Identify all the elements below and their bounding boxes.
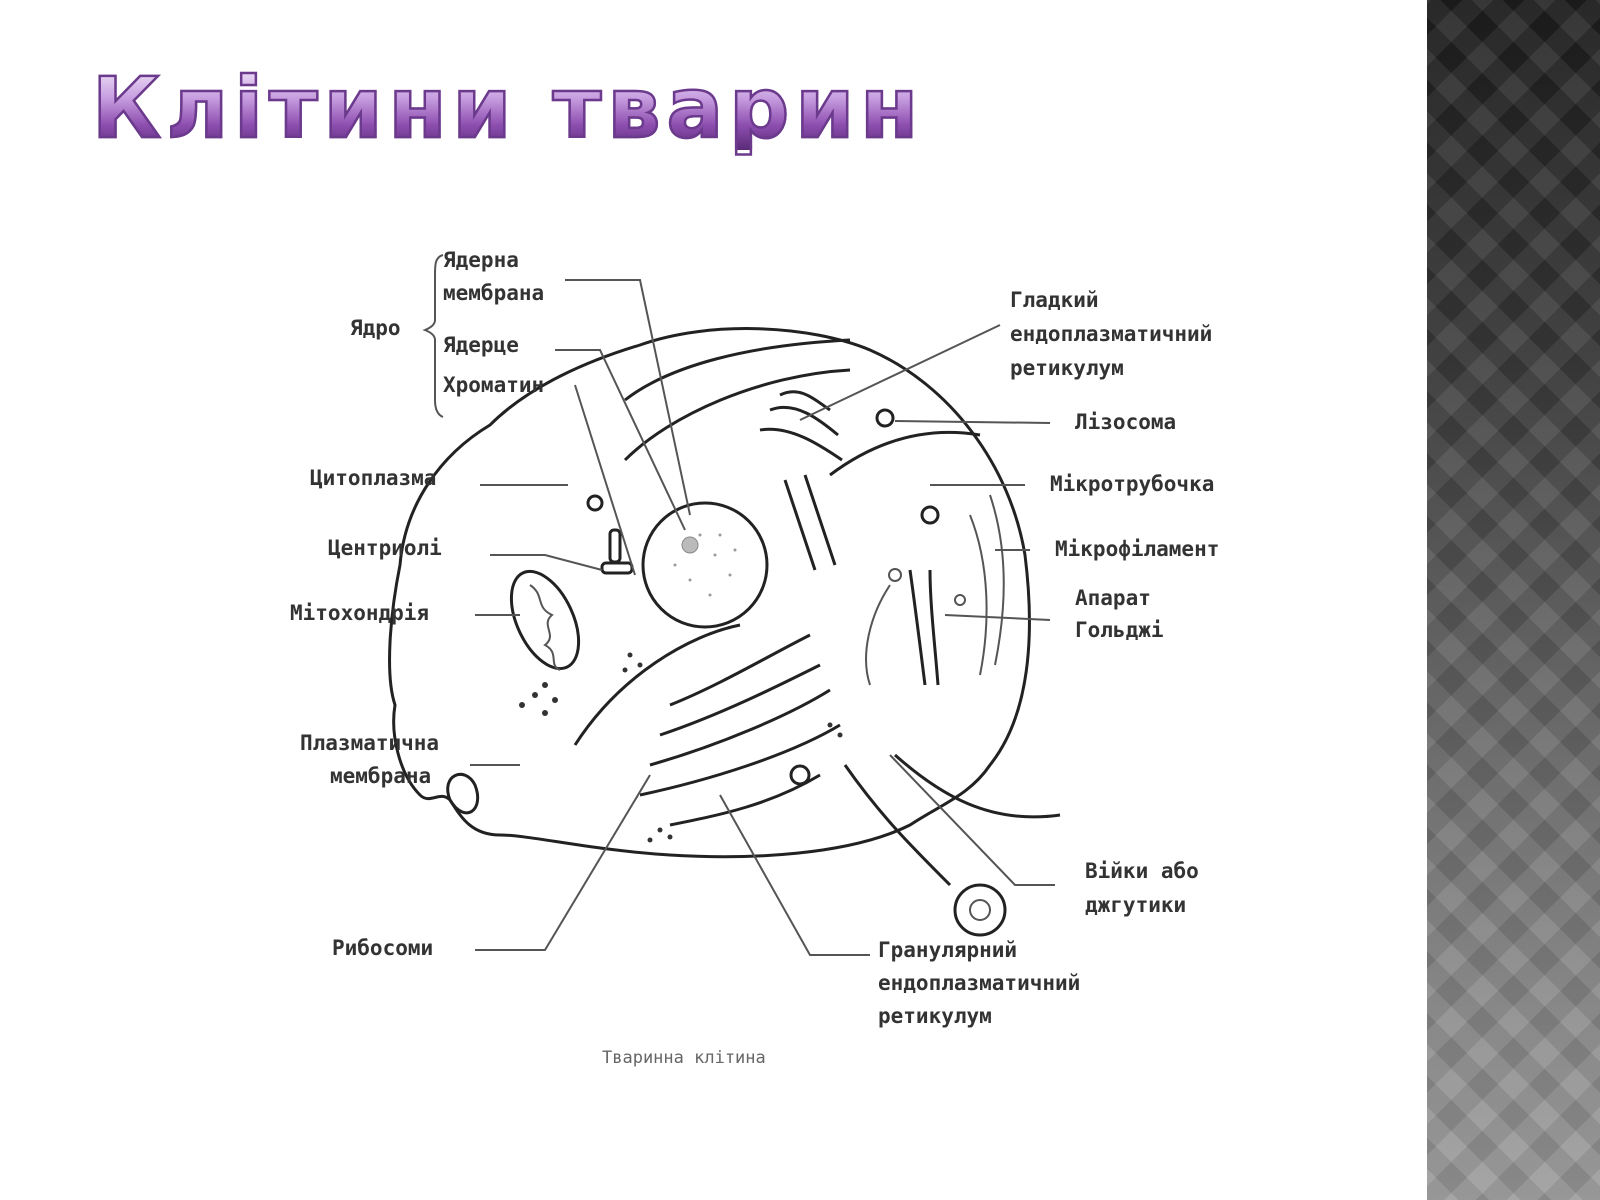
label-golgi-1: Апарат [1075, 586, 1151, 610]
ribosome-dots [519, 652, 843, 843]
label-yadro: Ядро [350, 316, 401, 340]
golgi-apparatus [759, 390, 966, 686]
label-mitochondria: Мітохондрія [290, 601, 429, 625]
nucleolus [681, 536, 699, 554]
label-nuclear-membrane-1: Ядерна [443, 248, 519, 272]
lysosome [875, 408, 895, 428]
label-chromatin: Хроматин [443, 373, 544, 397]
label-golgi-2: Гольджі [1075, 618, 1164, 642]
lysosome [586, 494, 604, 512]
label-lysosome: Лізосома [1075, 410, 1176, 434]
nucleus-bracket [422, 254, 444, 418]
rough-er [573, 623, 841, 827]
label-rough-er-1: Гранулярний [878, 938, 1017, 962]
decorative-side-panel [1427, 0, 1600, 1200]
label-nuclear-membrane-2: мембрана [443, 281, 544, 305]
label-smooth-er-2: ендоплазматичний [1010, 322, 1212, 346]
slide-title: Клітини тварин [91, 59, 925, 157]
label-microfilament: Мікрофіламент [1055, 537, 1219, 561]
nucleus [641, 501, 769, 629]
label-smooth-er-3: ретикулум [1010, 356, 1124, 380]
label-rough-er-3: ретикулум [878, 1004, 992, 1028]
microfilament [989, 494, 1005, 666]
label-rough-er-2: ендоплазматичний [878, 971, 1080, 995]
label-smooth-er-1: Гладкий [1010, 288, 1099, 312]
membrane-invagination [446, 772, 480, 815]
label-ribosomes: Рибосоми [332, 936, 433, 960]
leader-lines [470, 279, 1055, 956]
label-cilia-2: джгутики [1085, 893, 1186, 917]
lysosome [920, 505, 940, 525]
label-centrioles: Центриолі [328, 536, 442, 560]
lysosome [789, 764, 811, 786]
microtubule [969, 514, 988, 676]
label-nucleolus: Ядерце [443, 333, 519, 357]
mitochondrion [509, 569, 581, 671]
diagram-caption: Тваринна клітина [602, 1048, 766, 1068]
chromatin-dots [673, 533, 737, 597]
label-plasma-membrane-2: мембрана [330, 764, 431, 788]
label-plasma-membrane-1: Плазматична [300, 731, 439, 755]
cilia [843, 753, 1061, 937]
label-microtubule: Мікротрубочка [1050, 472, 1214, 496]
label-cytoplasm: Цитоплазма [310, 466, 436, 490]
label-cilia-1: Війки або [1085, 859, 1199, 883]
animal-cell-diagram: Ядро Ядерна мембрана Ядерце Хроматин Цит… [290, 248, 1219, 1068]
